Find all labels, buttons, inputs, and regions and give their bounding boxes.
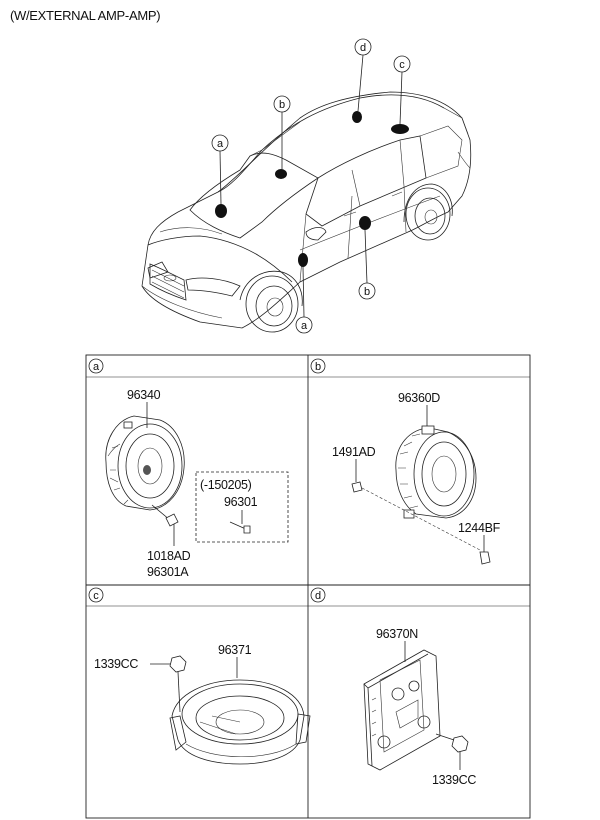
section-c: c 96371 1339CC: [88, 587, 311, 765]
speaker-spot-front-tweeter: [215, 204, 227, 218]
screw-96301-drawing: [229, 510, 251, 534]
subwoofer-speaker-drawing: [169, 679, 311, 765]
part-label-96370n: 96370N: [376, 627, 418, 641]
svg-text:c: c: [399, 59, 405, 71]
parts-grid: [85, 354, 531, 819]
date-restricted-box: [195, 471, 289, 543]
svg-text:c: c: [93, 590, 99, 602]
part-label-96340: 96340: [127, 388, 161, 402]
screw-1018ad-drawing: [151, 504, 179, 546]
part-label-96301a: 96301A: [147, 565, 189, 579]
speaker-spot-rear-door: [359, 216, 371, 230]
part-label-96360d: 96360D: [398, 391, 440, 405]
svg-text:a: a: [217, 138, 224, 150]
callout-c-top: c: [393, 55, 411, 73]
section-b-letter: b: [310, 358, 326, 374]
svg-text:d: d: [315, 590, 321, 602]
callout-a-top: a: [211, 134, 229, 152]
callout-b-bottom: b: [358, 282, 376, 300]
callout-b-top: b: [273, 95, 291, 113]
section-d: d 96370N 1339CC: [310, 587, 477, 787]
rear-door-speaker-drawing: [395, 425, 477, 519]
speaker-spot-front-door-upper: [275, 169, 287, 179]
part-label-1339cc-c: 1339CC: [94, 657, 138, 671]
clip-1491ad-drawing: [351, 481, 481, 551]
callout-d-top: d: [354, 38, 372, 56]
part-label-96371: 96371: [218, 643, 252, 657]
callout-a-bottom: a: [295, 316, 313, 334]
part-label-1491ad: 1491AD: [332, 445, 376, 459]
part-label-1244bf: 1244BF: [458, 521, 501, 535]
section-d-letter: d: [310, 587, 326, 603]
nut-1339cc-c-drawing: [169, 655, 187, 713]
svg-text:d: d: [360, 42, 366, 54]
part-label-96301: 96301: [224, 495, 258, 509]
diagram-title-note: (W/EXTERNAL AMP-AMP): [10, 8, 161, 23]
car-illustration: a b d c b a: [141, 38, 472, 334]
part-label-1018ad: 1018AD: [147, 549, 191, 563]
speaker-spot-front-door: [298, 253, 308, 267]
amplifier-drawing: [363, 649, 441, 771]
box-date-range: (-150205): [200, 478, 252, 492]
front-door-speaker-drawing: [105, 415, 185, 511]
section-a-letter: a: [88, 358, 104, 374]
speaker-spot-rear-shelf: [352, 111, 362, 123]
section-c-letter: c: [88, 587, 104, 603]
section-b: b 96360D 1491AD 1244BF: [310, 358, 501, 565]
svg-text:a: a: [301, 320, 308, 332]
svg-text:b: b: [364, 286, 370, 298]
svg-text:b: b: [279, 99, 285, 111]
speaker-spot-subwoofer: [391, 124, 409, 134]
section-a: a 96340 1018AD 96301A (-150205) 96301: [88, 358, 289, 579]
screw-1244bf-drawing: [479, 551, 491, 565]
svg-text:b: b: [315, 361, 321, 373]
part-label-1339cc-d: 1339CC: [432, 773, 476, 787]
svg-text:a: a: [93, 361, 100, 373]
nut-1339cc-d-drawing: [435, 733, 469, 770]
